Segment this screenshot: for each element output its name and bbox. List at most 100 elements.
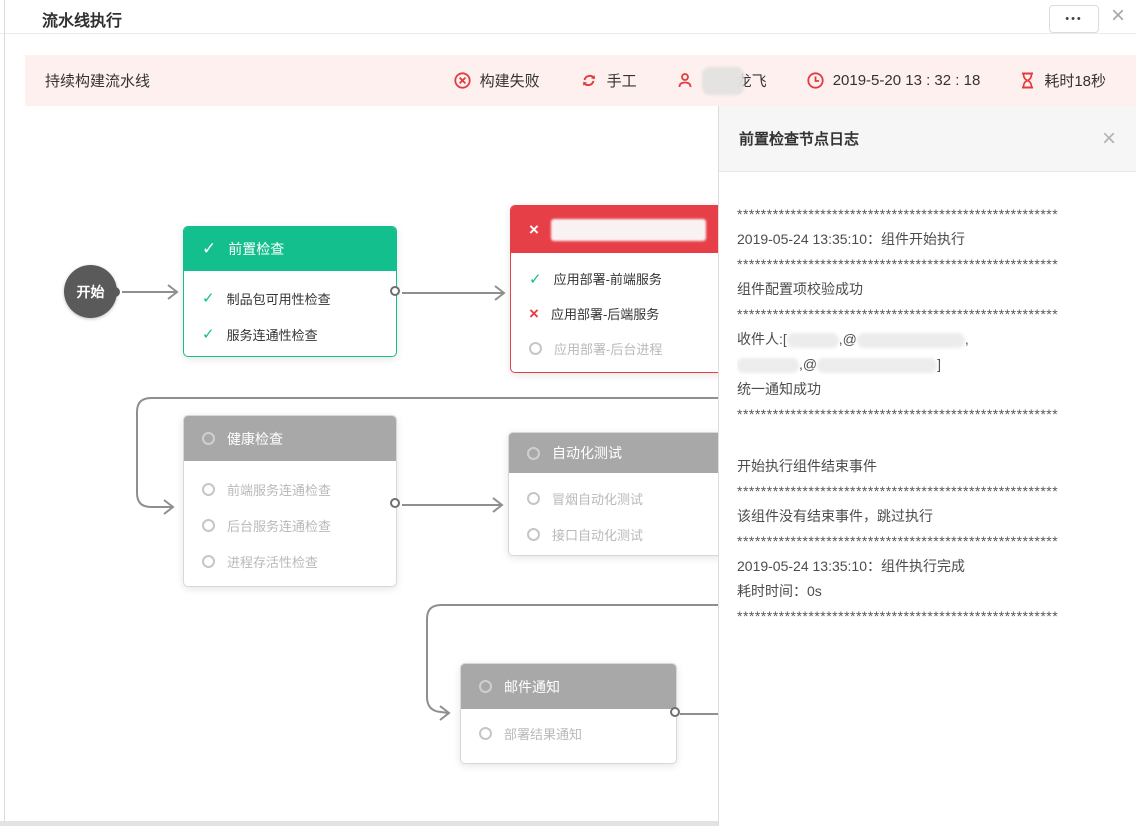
log-line: 该组件没有结束事件，跳过执行 <box>737 508 933 524</box>
pending-circle-icon <box>529 342 542 355</box>
log-separator: ****************************************… <box>737 256 1059 272</box>
node-step[interactable]: 前端服务连通检查 <box>184 471 396 507</box>
pending-circle-icon <box>527 446 540 460</box>
log-line-recipients-2: ,@] <box>737 352 1122 377</box>
pending-circle-icon <box>202 554 215 568</box>
node-step[interactable]: ✓ 服务连通性检查 <box>184 316 396 352</box>
page-left-border <box>4 0 5 826</box>
log-line: 2019-05-24 13:35:10：组件开始执行 <box>737 231 965 247</box>
check-icon: ✓ <box>529 270 542 288</box>
hourglass-icon <box>1022 72 1034 89</box>
node-body: 冒烟自动化测试 接口自动化测试 <box>509 473 739 552</box>
check-icon: ✓ <box>202 326 215 343</box>
step-label: 应用部署-后端服务 <box>550 307 660 322</box>
redacted-text <box>817 357 938 373</box>
step-label: 冒烟自动化测试 <box>552 491 644 507</box>
horizontal-scrollbar[interactable] <box>0 821 718 826</box>
ellipsis-icon: ••• <box>1065 13 1083 25</box>
page-title: 流水线执行 <box>42 13 123 30</box>
node-title: 前置检查 <box>228 241 285 257</box>
node-title: 邮件通知 <box>504 678 560 695</box>
node-step[interactable]: × 应用部署-后端服务 <box>511 296 741 331</box>
node-step[interactable]: 部署结果通知 <box>461 715 676 751</box>
node-body: ✓ 应用部署-前端服务 × 应用部署-后端服务 应用部署-后台进程 <box>511 253 741 366</box>
node-step[interactable]: ✓ 制品包可用性检查 <box>184 280 396 316</box>
pending-circle-icon <box>479 726 492 740</box>
log-separator: ****************************************… <box>737 206 1059 222</box>
log-panel-body[interactable]: ****************************************… <box>719 172 1136 629</box>
log-line: 统一通知成功 <box>737 381 821 397</box>
node-title: 健康检查 <box>227 430 283 447</box>
precheck-output-port <box>390 286 400 296</box>
check-icon: ✓ <box>202 290 215 307</box>
redacted-text <box>786 332 839 348</box>
execution-time: 2019-5-20 13 : 32 : 18 <box>807 72 981 89</box>
pipeline-node-mail[interactable]: 邮件通知 部署结果通知 <box>460 663 677 764</box>
node-step[interactable]: ✓ 应用部署-前端服务 <box>511 261 741 296</box>
node-title: 自动化测试 <box>552 445 622 461</box>
log-separator: ****************************************… <box>737 406 1059 422</box>
pending-circle-icon <box>202 518 215 532</box>
pipeline-node-deploy[interactable]: × ✓ 应用部署-前端服务 × 应用部署-后端服务 应用部署-后台进程 <box>510 205 742 373</box>
trigger-label: 手工 <box>606 73 637 90</box>
log-blank-line <box>737 427 1122 454</box>
node-step[interactable]: 接口自动化测试 <box>509 516 739 552</box>
pipeline-node-precheck[interactable]: ✓ 前置检查 ✓ 制品包可用性检查 ✓ 服务连通性检查 <box>183 226 397 357</box>
start-node[interactable]: 开始 <box>64 265 117 318</box>
node-step[interactable]: 后台服务连通检查 <box>184 507 396 543</box>
log-text: ,@ <box>799 356 818 372</box>
log-text: , <box>964 331 969 347</box>
x-icon: × <box>529 304 539 323</box>
node-header: ✓ 前置检查 <box>184 227 396 271</box>
node-body: 部署结果通知 <box>461 709 676 751</box>
pipeline-status-bar: 持续构建流水线 构建失败 手工 龙飞 <box>25 55 1136 106</box>
node-log-panel: 前置检查节点日志 × *****************************… <box>718 106 1136 826</box>
executor: 龙飞 <box>677 66 767 95</box>
duration-label: 耗时18秒 <box>1044 73 1106 90</box>
execution-time-label: 2019-5-20 13 : 32 : 18 <box>832 72 981 89</box>
pending-circle-icon <box>527 527 540 541</box>
log-line: 耗时时间：0s <box>737 583 822 599</box>
node-header: 健康检查 <box>184 416 396 461</box>
step-label: 接口自动化测试 <box>552 527 644 543</box>
step-label: 前端服务连通检查 <box>227 482 332 498</box>
pipeline-node-health[interactable]: 健康检查 前端服务连通检查 后台服务连通检查 进程存活性检查 <box>183 415 397 587</box>
start-output-port <box>110 287 120 297</box>
clock-icon <box>807 72 824 89</box>
log-line: 组件配置项校验成功 <box>737 281 863 297</box>
log-separator: ****************************************… <box>737 483 1059 499</box>
log-separator: ****************************************… <box>737 533 1059 549</box>
more-button[interactable]: ••• <box>1049 5 1099 33</box>
x-icon: × <box>529 220 539 239</box>
node-step[interactable]: 应用部署-后台进程 <box>511 331 741 366</box>
log-separator: ****************************************… <box>737 608 1059 624</box>
executor-name: 龙飞 <box>736 73 767 90</box>
step-label: 应用部署-前端服务 <box>553 272 662 287</box>
user-icon <box>678 73 692 88</box>
log-line-recipients-1: 收件人:[,@, <box>737 327 1122 352</box>
duration: 耗时18秒 <box>1020 70 1106 91</box>
pending-circle-icon <box>202 432 215 445</box>
close-icon[interactable]: × <box>1101 124 1116 152</box>
window-close-button[interactable]: × <box>1104 2 1132 30</box>
build-status-label: 构建失败 <box>479 73 540 90</box>
log-text: ,@ <box>838 331 857 347</box>
node-step[interactable]: 冒烟自动化测试 <box>509 480 739 516</box>
node-step[interactable]: 进程存活性检查 <box>184 543 396 579</box>
step-label: 制品包可用性检查 <box>226 291 331 307</box>
pipeline-node-autotest[interactable]: 自动化测试 冒烟自动化测试 接口自动化测试 <box>508 432 740 556</box>
node-body: ✓ 制品包可用性检查 ✓ 服务连通性检查 <box>184 271 396 352</box>
build-status: 构建失败 <box>454 70 540 91</box>
log-text: ] <box>937 356 941 372</box>
step-label: 服务连通性检查 <box>226 327 318 343</box>
sync-icon <box>582 74 595 87</box>
redacted-text <box>737 357 799 373</box>
pipeline-name: 持续构建流水线 <box>45 73 151 90</box>
step-label: 进程存活性检查 <box>227 554 319 570</box>
log-separator: ****************************************… <box>737 306 1059 322</box>
redacted-user-name <box>701 66 744 95</box>
start-node-label: 开始 <box>76 283 105 300</box>
node-header: 自动化测试 <box>509 433 739 473</box>
node-body: 前端服务连通检查 后台服务连通检查 进程存活性检查 <box>184 461 396 579</box>
